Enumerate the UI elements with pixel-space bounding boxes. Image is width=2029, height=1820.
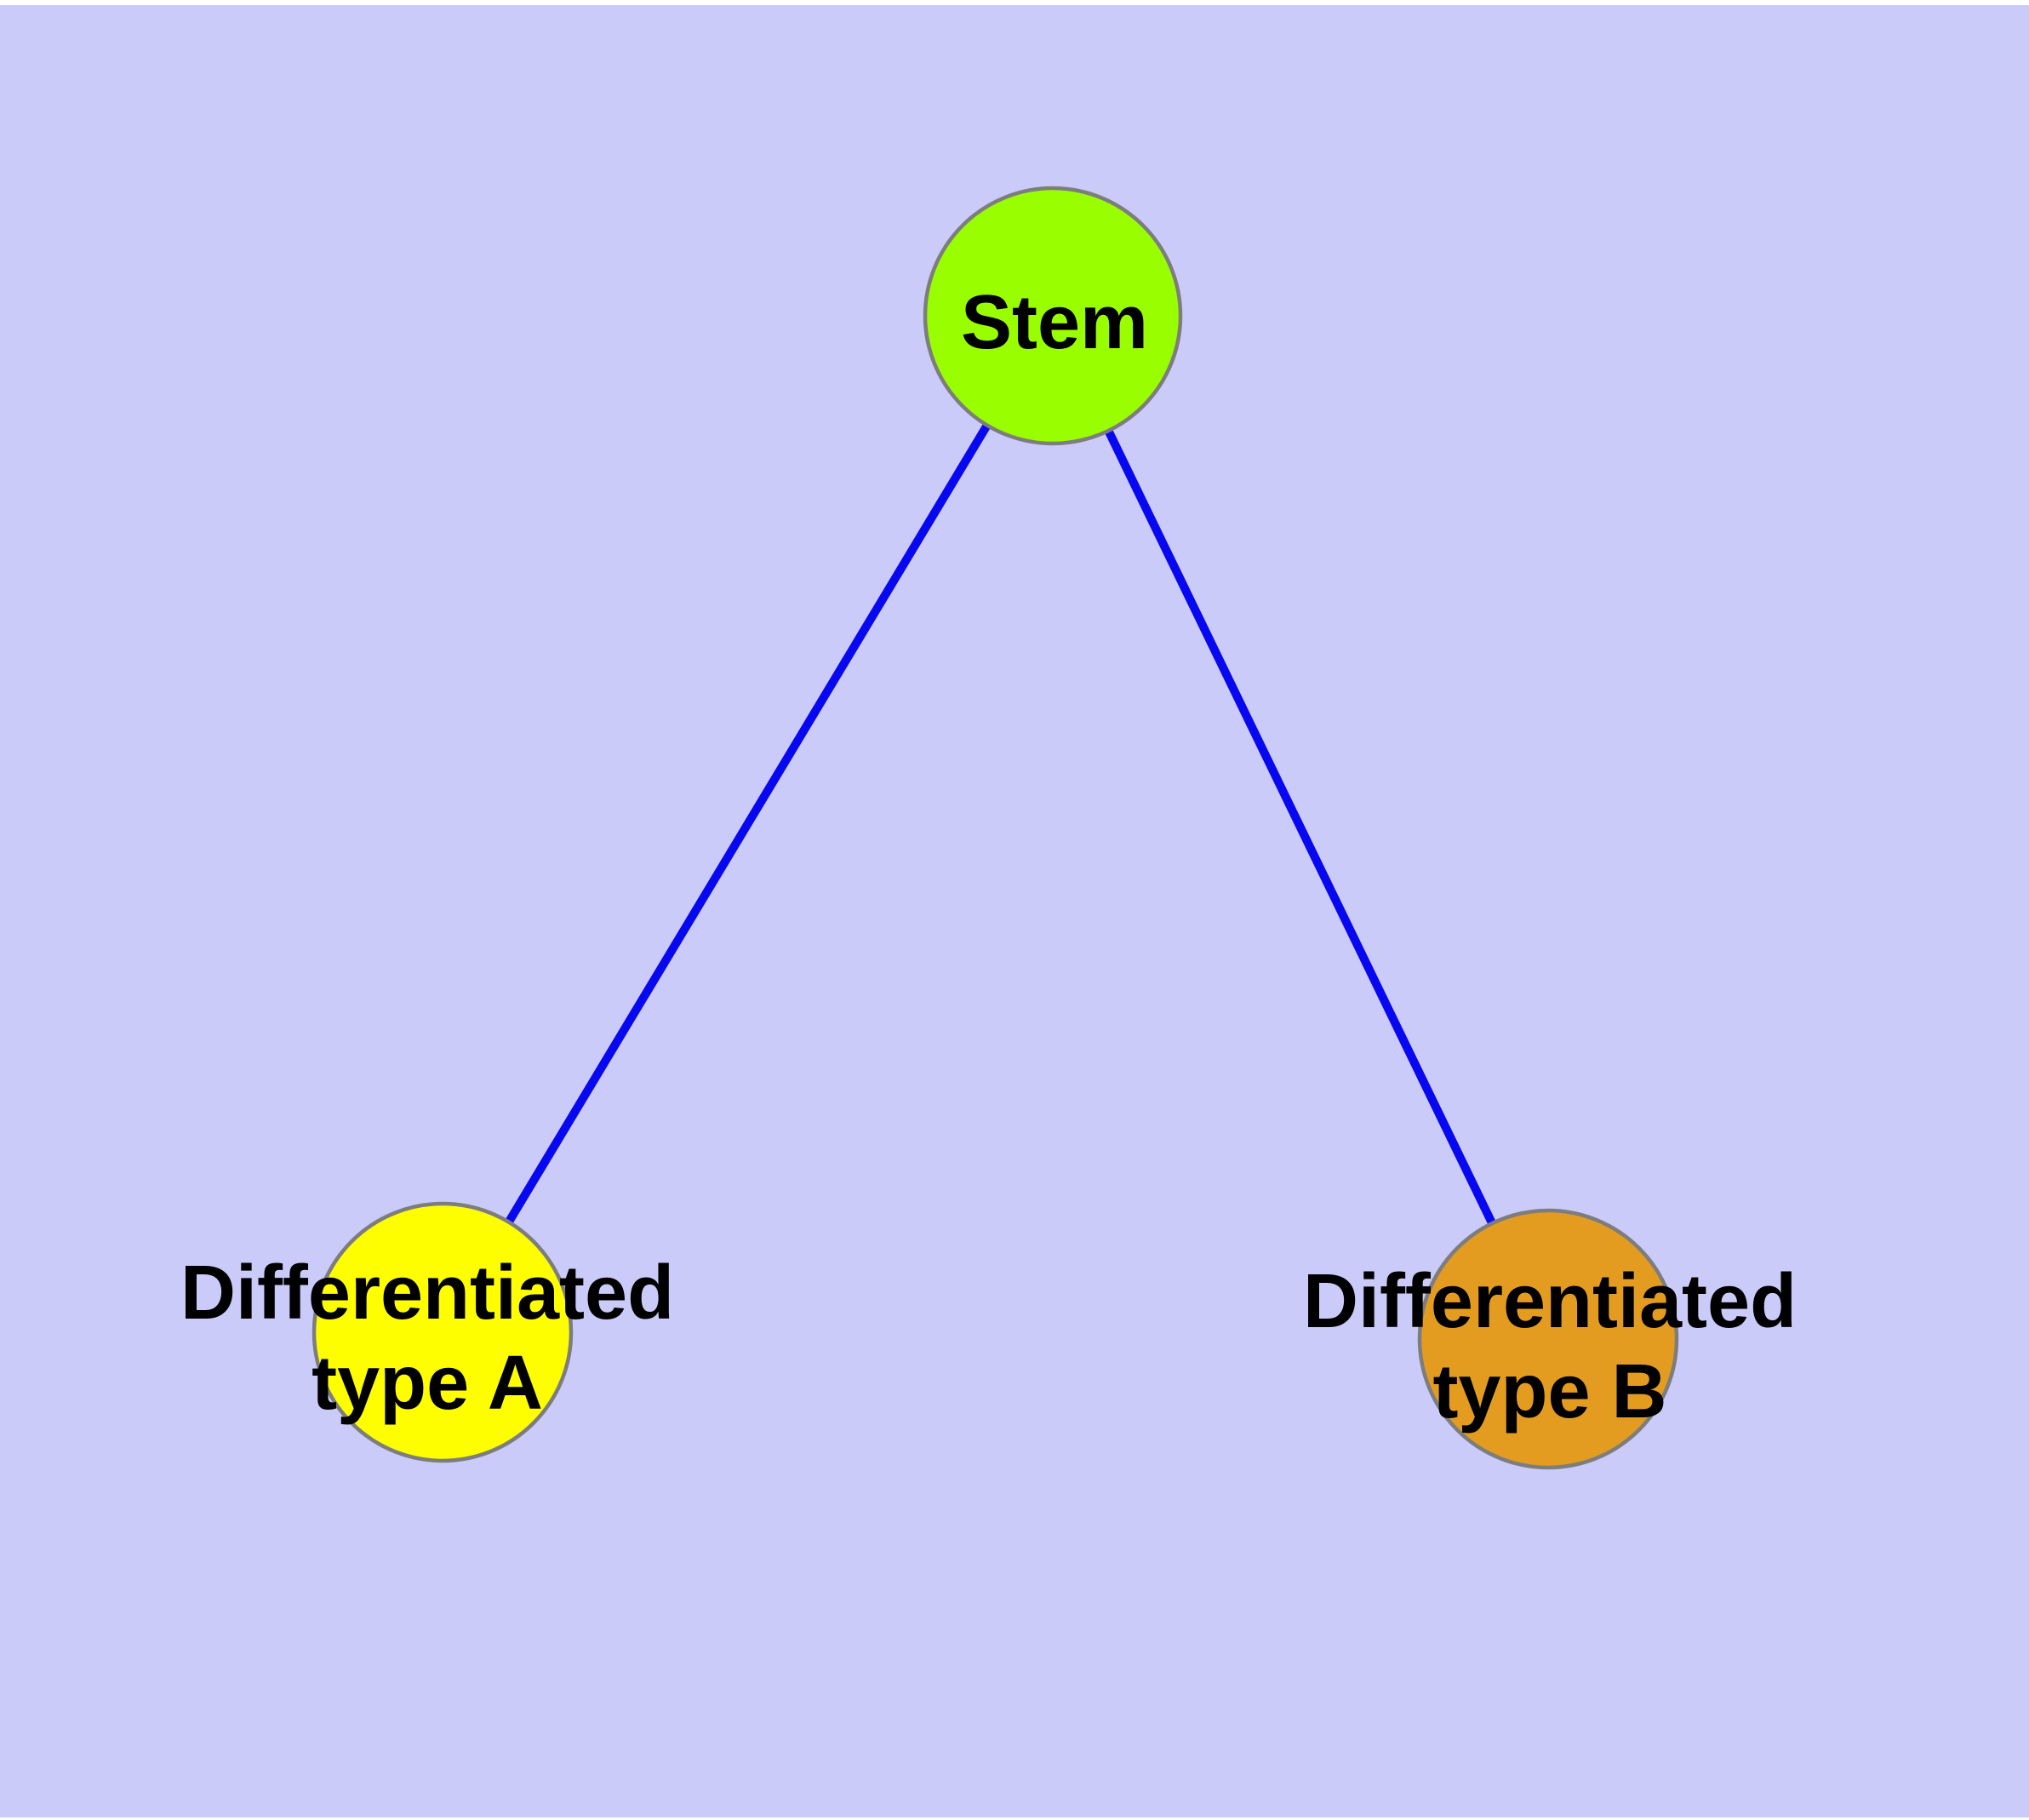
node-stem-circle	[923, 186, 1183, 446]
node-differentiated-type-b-circle	[1417, 1208, 1679, 1470]
edge-stem-to-type-b	[1049, 313, 1552, 1342]
node-differentiated-type-a-circle	[311, 1201, 574, 1463]
edge-stem-to-type-a	[438, 313, 1057, 1335]
